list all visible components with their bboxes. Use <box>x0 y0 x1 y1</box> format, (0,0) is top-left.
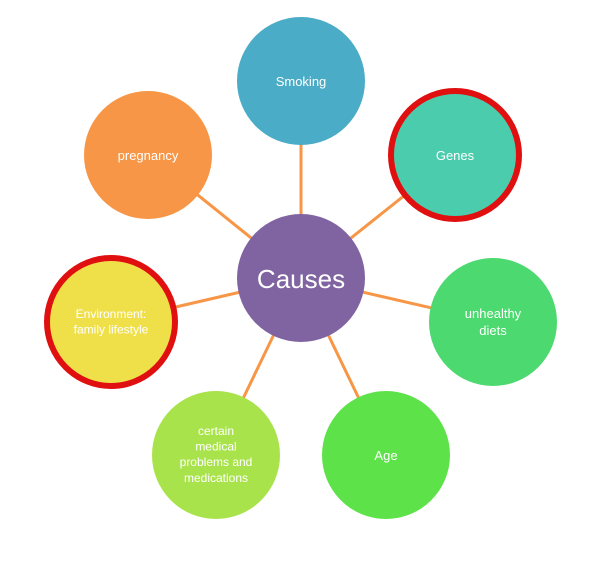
node-smoking-circle <box>237 17 365 145</box>
connector-line <box>195 192 254 241</box>
node-age: Age <box>322 391 450 519</box>
node-smoking-label: Smoking <box>276 74 327 89</box>
connector-line <box>348 192 408 241</box>
connector-line <box>326 333 361 400</box>
node-pregnancy-label: pregnancy <box>118 148 179 163</box>
node-genes: Genes <box>388 88 522 222</box>
node-genes-circle <box>388 88 522 222</box>
node-environment-label: Environment:family lifestyle <box>74 307 149 337</box>
node-smoking: Smoking <box>237 17 365 145</box>
node-unhealthy-diets-circle <box>429 258 557 386</box>
node-certain-medical-problems-circle <box>152 391 280 519</box>
center-circle <box>237 214 365 342</box>
node-age-circle <box>322 391 450 519</box>
connector-lines <box>171 143 433 400</box>
center-node: Causes <box>237 214 365 342</box>
node-pregnancy-circle <box>84 91 212 219</box>
node-environment-circle <box>44 255 178 389</box>
connector-line <box>171 290 241 310</box>
node-genes-label: Genes <box>436 148 475 163</box>
node-age-label: Age <box>374 448 397 463</box>
center-label: Causes <box>257 264 345 294</box>
connector-line <box>361 290 433 310</box>
node-environment: Environment:family lifestyle <box>44 255 178 389</box>
connector-line <box>241 333 276 400</box>
node-pregnancy: pregnancy <box>84 91 212 219</box>
